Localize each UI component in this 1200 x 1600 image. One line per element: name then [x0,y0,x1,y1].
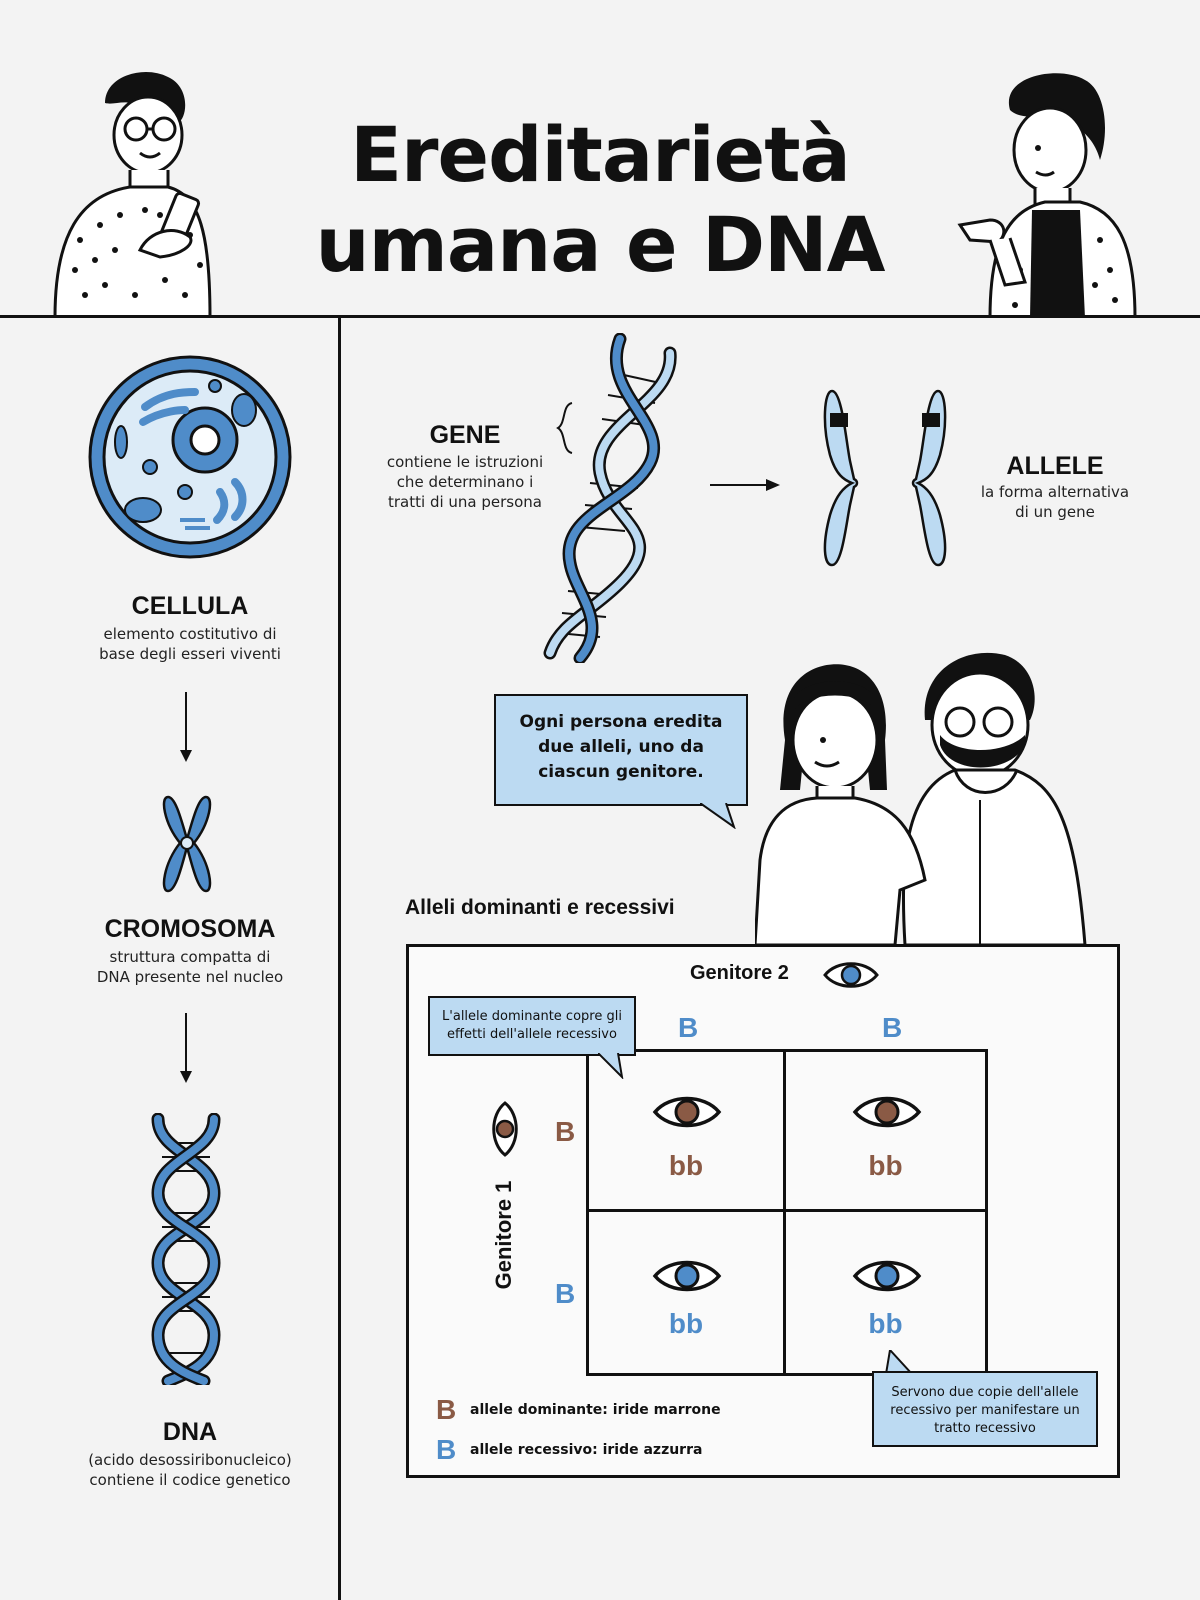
recessive-callout-line: recessivo per manifestare un [890,1403,1080,1418]
gene-description: contiene le istruzioni che determinano i… [370,452,560,512]
speech-bubble-line: due alleli, uno da [538,737,704,757]
speech-bubble-tail [700,803,736,829]
down-arrow-icon [180,692,192,762]
recessive-callout-tail [885,1350,913,1374]
speech-bubble-line: ciascun genitore. [538,762,704,782]
parent2-allele-1: B [678,1012,699,1043]
blue-eye-icon [652,1260,722,1292]
man-pointing-illustration [957,73,1137,318]
punnett-cell: bb [589,1212,783,1373]
parent2-allele-2: B [882,1012,903,1043]
dna-description-line: contiene il codice genetico [89,1471,291,1489]
woman-with-phone-illustration [53,72,212,317]
parent1-label: Genitore 1 [491,1180,516,1290]
legend-text-recessive: allele recessivo: iride azzurra [470,1442,703,1458]
blue-eye-icon [852,1260,922,1292]
chromosome-description-line: DNA presente nel nucleo [96,968,284,986]
allele-title: ALLELE [1006,452,1104,480]
grid-divider-v [783,1052,786,1373]
dominant-callout-tail [598,1053,624,1079]
cell-genotype: bb [868,1308,903,1339]
parent2-label: Genitore 2 [690,962,789,984]
cell-genotype: bb [668,1150,704,1181]
dna-helix-icon [151,1113,221,1385]
title-line-2: umana e DNA [315,200,886,289]
punnett-section-title: Alleli dominanti e recessivi [405,896,675,919]
cell-description-line: base degli esseri viventi [99,645,281,663]
allele-chromosome-pair-icon [823,389,947,567]
two-people-illustration [755,652,1087,945]
legend-letter-dominant: B [436,1394,457,1425]
chromosome-icon [162,795,212,893]
page-title: Ereditarietà umana e DNA [250,110,950,290]
recessive-callout: Servono due copie dell'allele recessivo … [872,1371,1098,1447]
grid-divider-h [589,1209,985,1212]
chromosome-description-line: struttura compatta di [109,948,271,966]
gene-description-line: tratti di una persona [388,493,542,511]
blue-eye-icon [823,962,879,988]
chromosome-description: struttura compatta di DNA presente nel n… [60,947,320,987]
cell-title: CELLULA [131,592,249,620]
right-arrow-icon [710,479,780,491]
legend-letter-recessive: B [436,1434,457,1465]
recessive-callout-line: Servono due copie dell'allele [891,1385,1079,1400]
cell-genotype: bb [668,1308,704,1339]
dominant-callout-line: L'allele dominante copre gli [442,1009,622,1024]
legend-text-dominant: allele dominante: iride marrone [470,1402,721,1418]
inheritance-speech-bubble: Ogni persona eredita due alleli, uno da … [494,694,748,806]
cell-description-line: elemento costitutivo di [103,625,277,643]
allele-description-line: di un gene [1015,503,1095,521]
parent1-allele-1: B [555,1116,576,1147]
dna-description: (acido desossiribonucleico) contiene il … [40,1450,340,1490]
gene-description-line: che determinano i [396,473,534,491]
gene-title: GENE [429,421,501,449]
brown-eye-icon [652,1096,722,1128]
dominant-callout-line: effetti dell'allele recessivo [447,1027,617,1042]
punnett-cell: bb [589,1052,783,1209]
brown-eye-icon [492,1101,518,1157]
down-arrow-icon [180,1013,192,1083]
recessive-callout-line: tratto recessivo [934,1421,1036,1436]
dna-strand-icon [543,333,677,663]
title-line-1: Ereditarietà [350,110,851,199]
dominant-callout: L'allele dominante copre gli effetti del… [428,996,636,1056]
chromosome-title: CROMOSOMA [104,915,276,943]
cell-genotype: bb [868,1150,903,1181]
punnett-grid: bb bb bb bb [586,1049,988,1376]
dna-description-line: (acido desossiribonucleico) [88,1451,292,1469]
dna-title: DNA [162,1418,218,1446]
punnett-cell: bb [786,1212,985,1373]
gene-description-line: contiene le istruzioni [386,453,544,471]
brown-eye-icon [852,1096,922,1128]
cell-description: elemento costitutivo di base degli esser… [60,624,320,664]
parent1-allele-2: B [555,1278,576,1309]
punnett-cell: bb [786,1052,985,1209]
speech-bubble-line: Ogni persona eredita [519,712,723,732]
column-divider [338,315,341,1600]
allele-description-line: la forma alternativa [980,483,1130,501]
allele-description: la forma alternativa di un gene [960,482,1150,522]
header-divider [0,315,1200,318]
cell-icon [88,355,292,559]
